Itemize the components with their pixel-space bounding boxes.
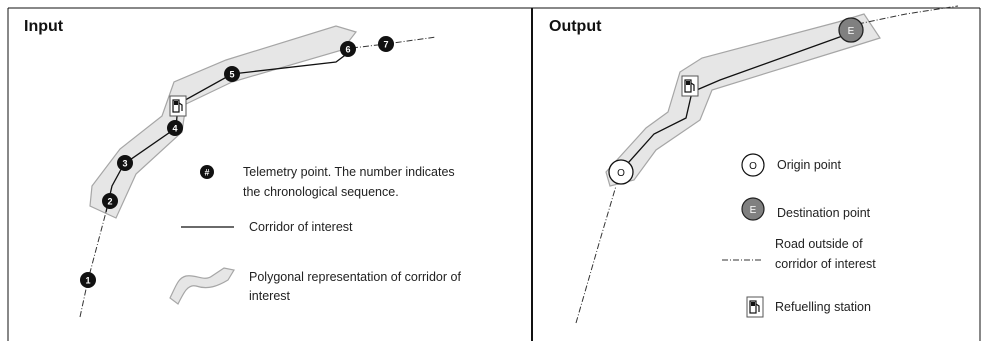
telemetry-point-3: 3	[117, 155, 133, 171]
legend-station-icon	[746, 296, 764, 318]
input-legend: # Telemetry point. The number indicates …	[169, 165, 461, 305]
legend-origin: Origin point	[777, 158, 841, 172]
telemetry-point-7: 7	[378, 36, 394, 52]
legend-corridor: Corridor of interest	[249, 220, 353, 234]
legend-destination-symbol-label: E	[750, 205, 757, 216]
legend-polygon-line1: Polygonal representation of corridor of	[249, 270, 461, 284]
telemetry-point-5: 5	[224, 66, 240, 82]
output-legend: O Origin point E Destination point Road …	[722, 153, 876, 318]
legend-origin-symbol-label: O	[749, 161, 757, 172]
telemetry-point-label: 4	[172, 124, 177, 134]
legend-polygon-shape	[169, 267, 235, 305]
output-panel-title: Output	[549, 18, 602, 35]
telemetry-point-label: 1	[85, 276, 90, 286]
telemetry-point-6: 6	[340, 41, 356, 57]
legend-origin-symbol: O	[741, 153, 765, 177]
origin-point: O	[608, 159, 634, 185]
telemetry-point-label: 6	[345, 45, 350, 55]
legend-polygon-line2: interest	[249, 289, 291, 303]
output-corridor-polygon	[605, 13, 881, 187]
input-panel-title: Input	[24, 18, 64, 35]
telemetry-point-label: 3	[122, 159, 127, 169]
legend-road-line1: Road outside of	[775, 237, 863, 251]
legend-telemetry-line1: Telemetry point. The number indicates	[243, 165, 455, 179]
legend-destination: Destination point	[777, 206, 871, 220]
telemetry-point-label: 7	[383, 40, 388, 50]
telemetry-point-2: 2	[102, 193, 118, 209]
legend-telemetry-symbol-label: #	[204, 168, 209, 178]
destination-point-label: E	[848, 26, 855, 37]
input-panel: Input 1 2 3 4	[24, 18, 461, 318]
output-road-outside-corridor	[575, 5, 959, 324]
legend-road-line2: corridor of interest	[775, 257, 876, 271]
telemetry-point-4: 4	[167, 120, 183, 136]
legend-telemetry-symbol: #	[200, 165, 214, 179]
output-corridor-path	[619, 33, 849, 173]
refuelling-station-icon	[169, 95, 187, 117]
panel-frame	[7, 7, 981, 341]
legend-destination-symbol: E	[741, 197, 765, 221]
telemetry-point-label: 5	[229, 70, 234, 80]
output-refuelling-station-icon	[681, 75, 699, 97]
legend-station: Refuelling station	[775, 300, 871, 314]
destination-point: E	[838, 17, 864, 43]
telemetry-point-label: 2	[107, 197, 112, 207]
output-panel: Output O E O Origin	[549, 5, 959, 324]
legend-telemetry-line2: the chronological sequence.	[243, 185, 399, 199]
origin-point-label: O	[617, 168, 625, 179]
telemetry-point-1: 1	[80, 272, 96, 288]
